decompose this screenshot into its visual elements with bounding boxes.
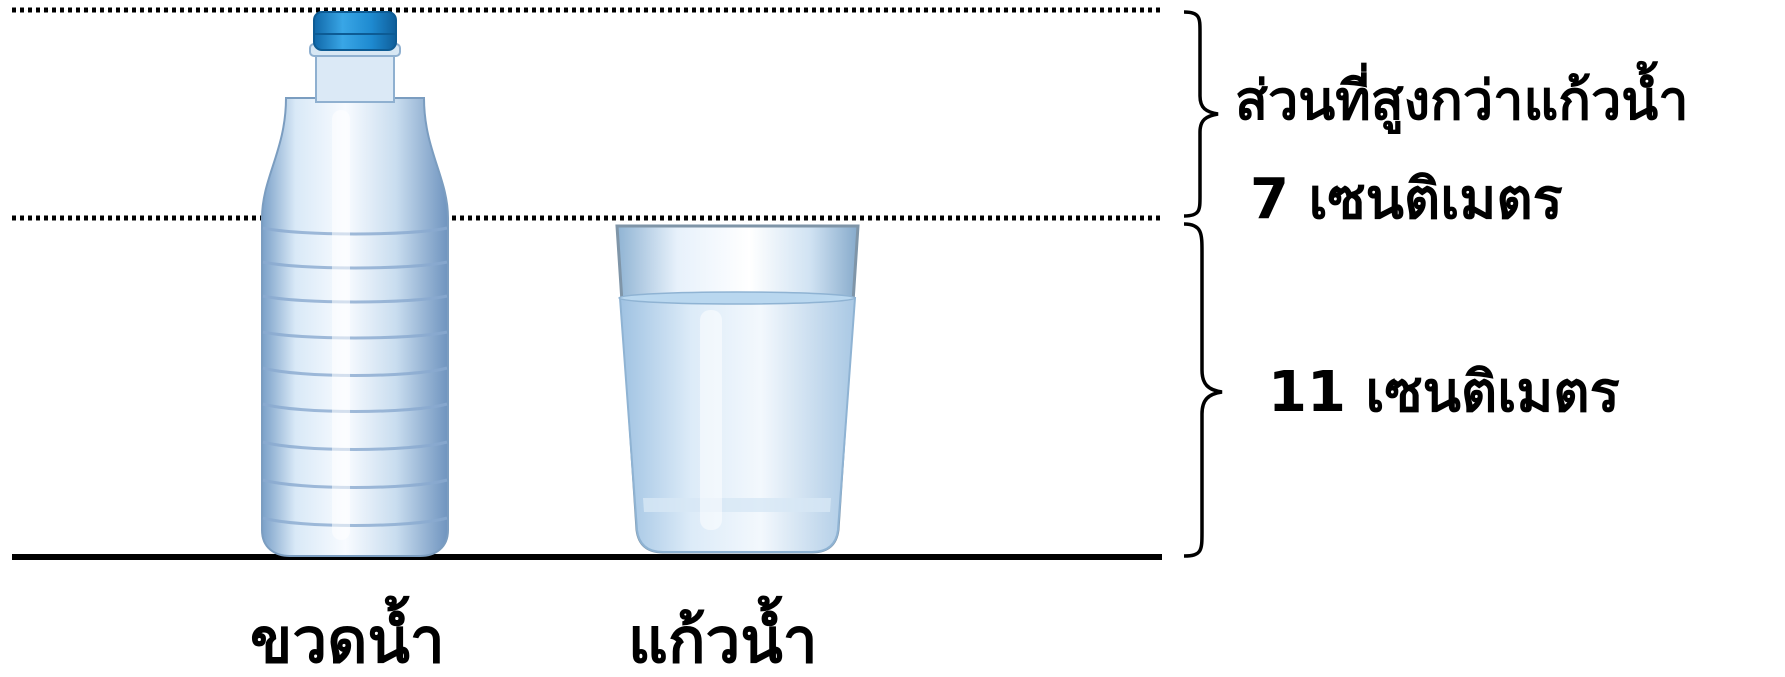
bottle-caption: ขวดน้ำ <box>250 610 445 672</box>
lower-brace <box>1184 224 1222 556</box>
glass-of-water-icon <box>617 226 858 552</box>
glass-caption: แก้วน้ำ <box>628 610 818 672</box>
water-bottle-icon <box>262 12 448 556</box>
height-difference-value: 7 เซนติเมตร <box>1250 172 1563 228</box>
upper-brace <box>1184 12 1218 216</box>
height-difference-label: ส่วนที่สูงกว่าแก้วน้ำ <box>1235 74 1689 128</box>
glass-height-value: 11 เซนติเมตร <box>1268 365 1620 421</box>
